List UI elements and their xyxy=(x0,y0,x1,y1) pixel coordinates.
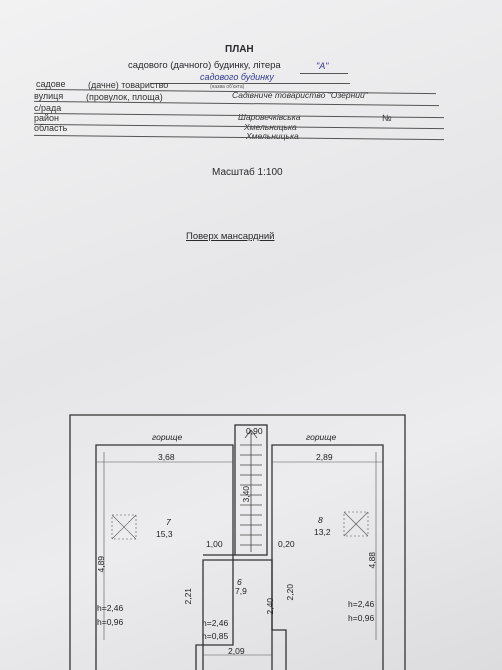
scale-text: Масштаб 1:100 xyxy=(212,167,283,178)
room-7-number: 7 xyxy=(166,517,171,527)
hall-mid-dim: 2,40 xyxy=(265,597,276,615)
attic-label-right: горище xyxy=(306,432,337,442)
plan-title: ПЛАН xyxy=(225,44,254,55)
field-label-srada: с/рада xyxy=(34,103,62,113)
field-number-sign: № xyxy=(382,113,392,123)
object-hint: (назва об'єкта) xyxy=(210,84,245,90)
stair xyxy=(234,424,268,556)
field-value-oblast: Хмельницька xyxy=(246,131,299,141)
room-8-symbol xyxy=(343,511,369,537)
room-7-h1: h=2,46 xyxy=(97,603,124,613)
room-8-depth: 4,88 xyxy=(367,551,378,569)
outer-wall xyxy=(69,414,406,670)
room-8-width: 2,89 xyxy=(316,452,333,462)
hall-number: 6 xyxy=(237,577,242,587)
field-label-oblast: область xyxy=(34,123,68,133)
field-value-srada: Шаровечківська xyxy=(238,112,301,122)
field-prefix-sadove: (дачне) товариство xyxy=(88,80,169,90)
field-value-sadove: Садівниче товариство "Озерний" xyxy=(232,90,368,100)
room-7-area: 15,3 xyxy=(156,529,173,539)
hall-walls xyxy=(202,559,273,670)
room-8-area: 13,2 xyxy=(314,527,331,537)
hall-right-dim: 2,20 xyxy=(285,583,296,601)
hall-area: 7,9 xyxy=(235,586,247,596)
hall-h2: h=0,85 xyxy=(202,631,229,641)
attic-label-left: горище xyxy=(152,432,183,442)
stair-treads xyxy=(240,429,262,552)
object-name: садового будинку xyxy=(200,72,274,82)
hall-bottom-dim: 2,09 xyxy=(228,646,245,656)
field-value-raion: Хмельницька xyxy=(244,122,297,132)
stair-width: 0,90 xyxy=(246,426,263,436)
room-7-walls xyxy=(95,444,234,670)
room-7-h2: h=0,96 xyxy=(97,617,124,627)
room-7-depth: 4,89 xyxy=(96,555,107,573)
plan-subtitle: садового (дачного) будинку, літера xyxy=(128,60,281,71)
room-7-symbol xyxy=(111,514,137,540)
room-8-h1: h=2,46 xyxy=(348,599,375,609)
room-8-walls xyxy=(271,444,384,670)
step-left: 1,00 xyxy=(206,539,223,549)
hall-left-dim: 2,21 xyxy=(183,587,194,605)
litera-value: "А" xyxy=(316,61,329,71)
room-8-h2: h=0,96 xyxy=(348,613,375,623)
step-right: 0,20 xyxy=(278,539,295,549)
floor-text: Поверх мансардний xyxy=(186,231,275,242)
stair-length: 3,40 xyxy=(241,485,252,503)
field-prefix-vulytsia: (провулок, площа) xyxy=(86,92,163,102)
field-label-sadove: садове xyxy=(36,79,66,89)
room-7-width: 3,68 xyxy=(158,452,175,462)
hall-h1: h=2,46 xyxy=(202,618,229,628)
field-label-vulytsia: вулиця xyxy=(34,91,64,101)
field-label-raion: район xyxy=(34,113,60,123)
room-8-number: 8 xyxy=(318,515,323,525)
